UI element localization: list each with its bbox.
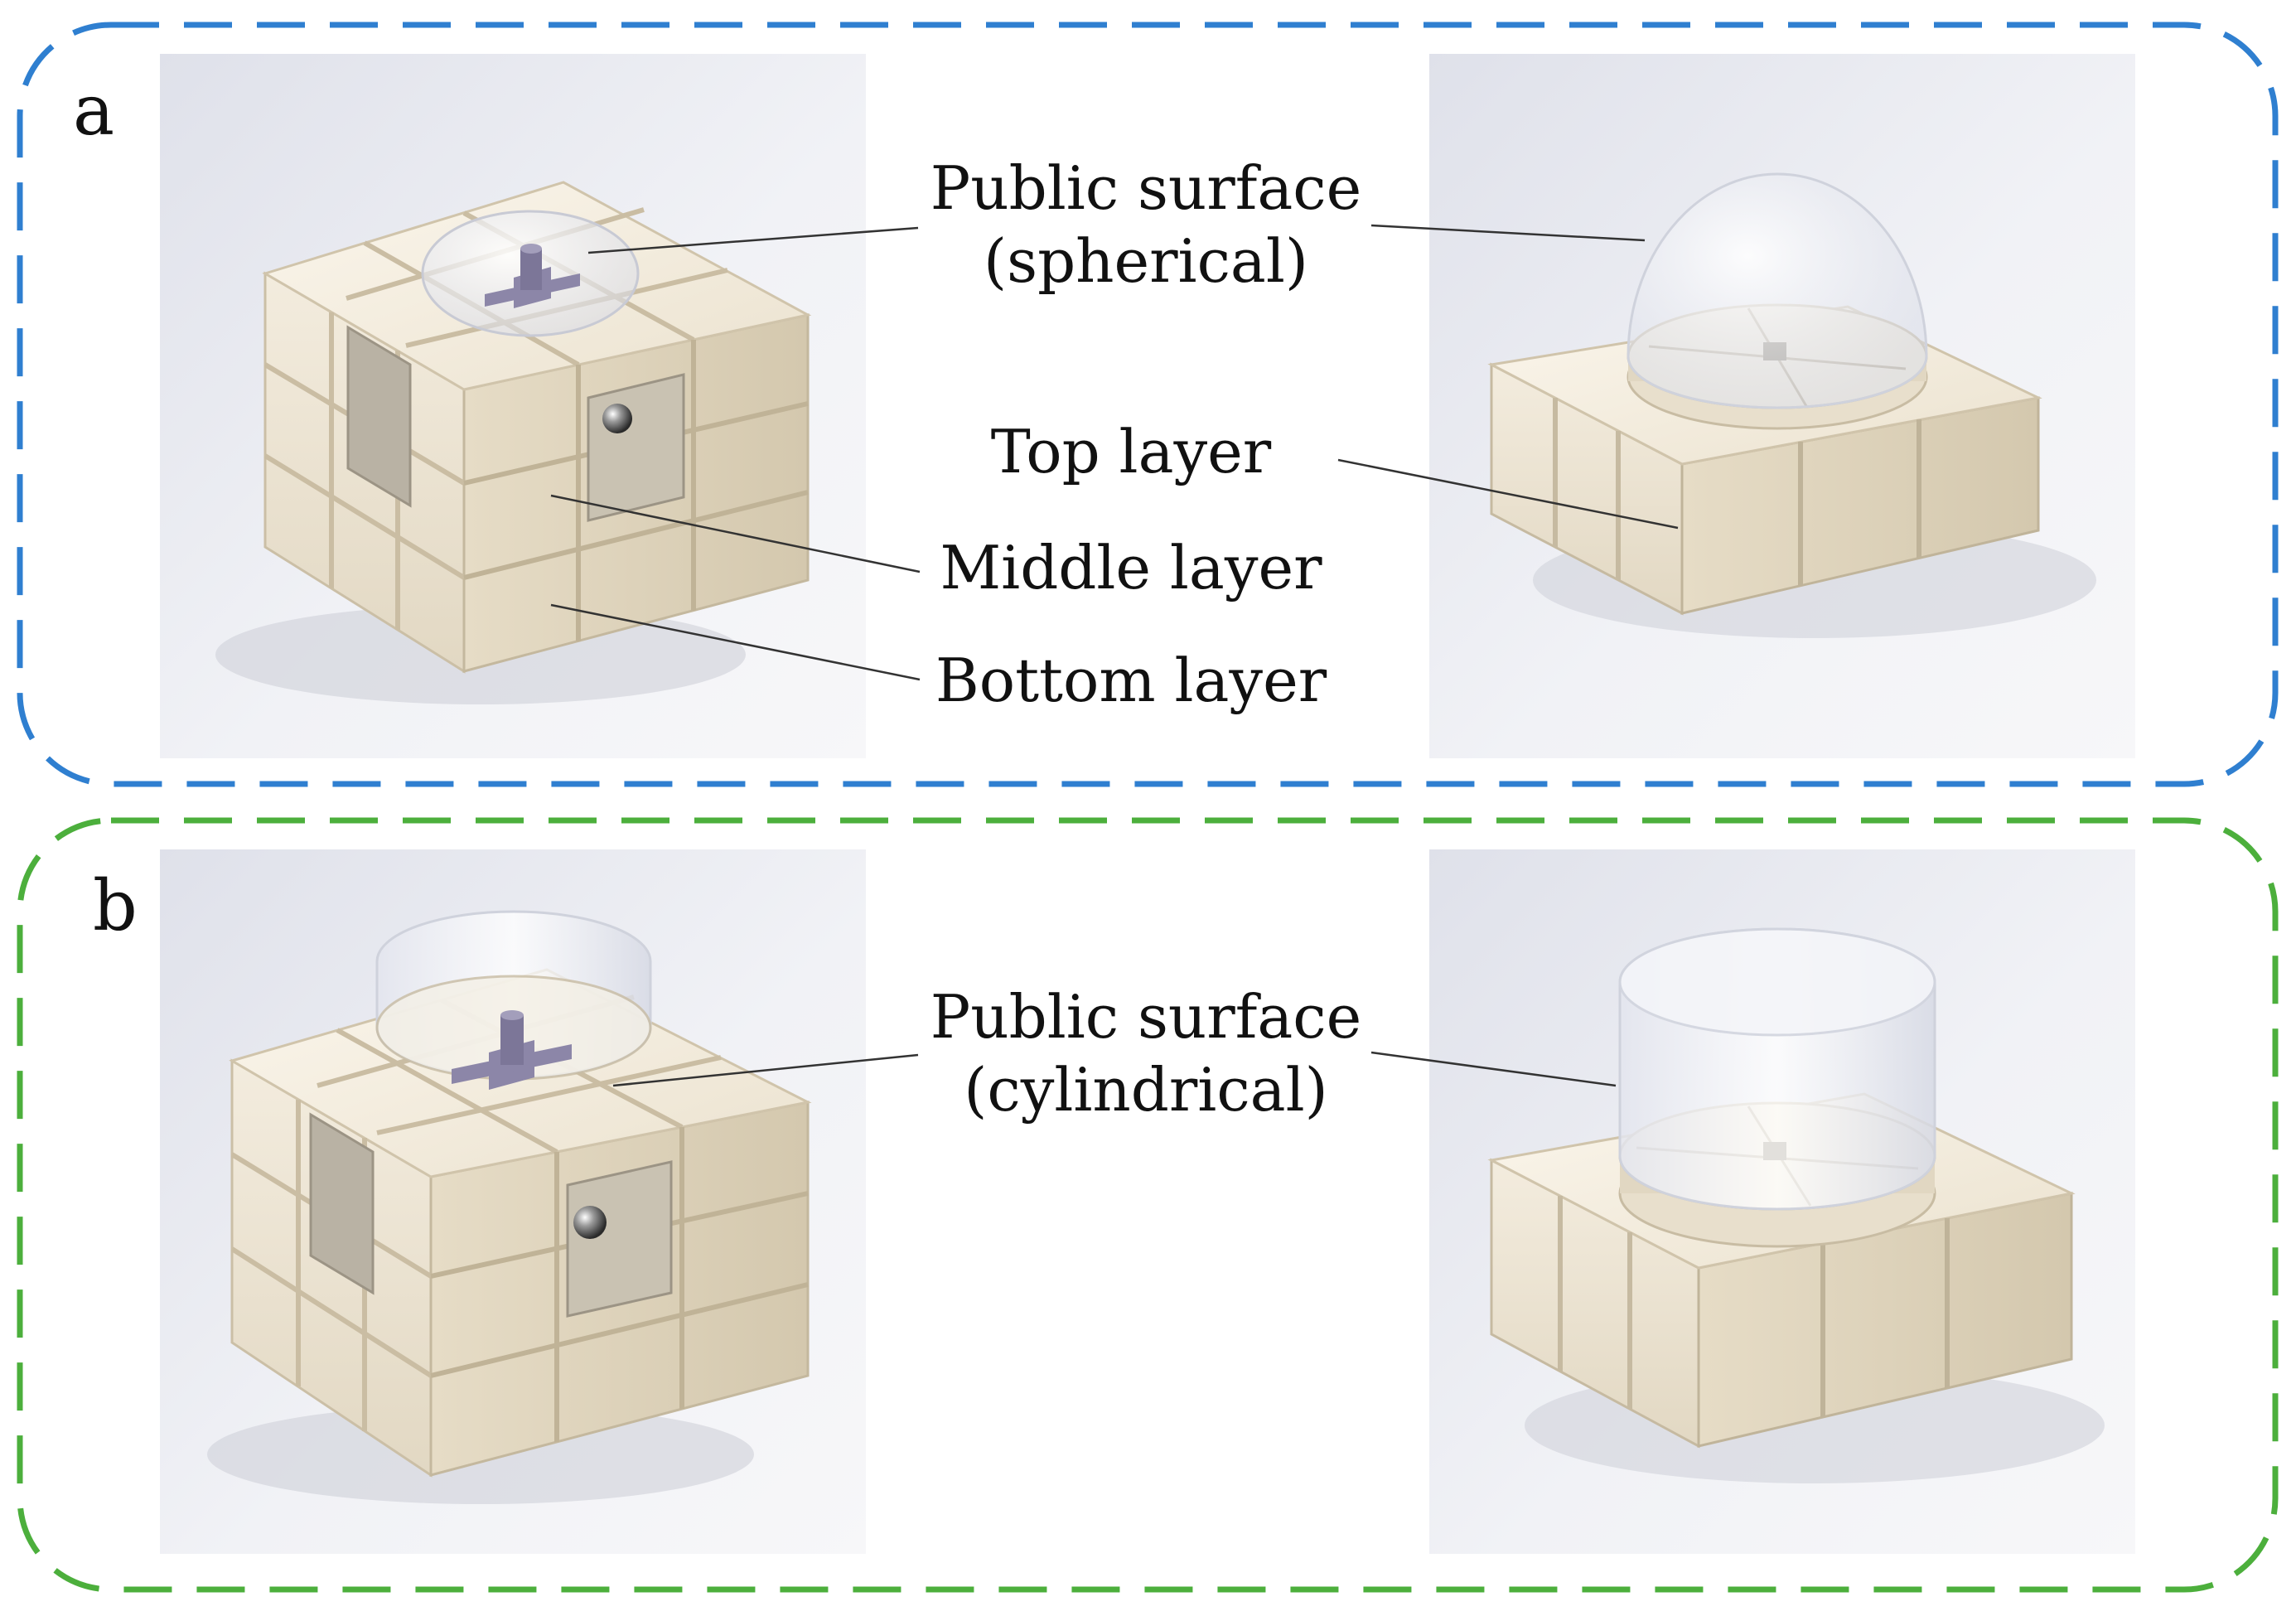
cube-3x3	[262, 181, 812, 674]
panel-a-border	[17, 22, 2279, 787]
leader-top-layer	[1337, 458, 1679, 530]
steel-ball-b	[573, 1206, 607, 1239]
label-bottom-layer: Bottom layer	[935, 646, 1327, 715]
panel-b-border	[17, 817, 2279, 1593]
label-middle-layer: Middle layer	[940, 533, 1322, 602]
label-cylindrical: (cylindrical)	[964, 1055, 1327, 1125]
render-a-left	[160, 54, 866, 758]
leader-public-surface-right	[1370, 224, 1646, 242]
leader-public-surface-b-right	[1370, 1051, 1617, 1087]
panel-b-label: b	[93, 865, 138, 946]
leader-bottom-layer	[550, 603, 921, 681]
cube-3x3-b	[229, 910, 812, 1478]
panel-b: b	[17, 817, 2279, 1593]
cross-core-b	[452, 1010, 572, 1090]
cutaway-opening	[346, 325, 412, 508]
render-b-left	[160, 849, 866, 1554]
panel-b-labels: Public surface (cylindrical)	[612, 982, 1617, 1125]
panel-a-label: a	[73, 70, 114, 151]
panel-a-labels: Public surface (spherical) Top layer Mid…	[550, 153, 1679, 715]
label-public-surface-b: Public surface	[930, 982, 1361, 1052]
label-top-layer: Top layer	[991, 417, 1272, 486]
render-b-right	[1429, 849, 2135, 1554]
panel-a: a	[17, 22, 2279, 787]
render-a-right	[1429, 54, 2135, 758]
cross-core	[485, 244, 580, 308]
leader-public-surface-left	[587, 226, 919, 254]
leader-public-surface-b-left	[612, 1053, 919, 1087]
label-public-surface: Public surface	[930, 153, 1361, 223]
spherical-dome	[1627, 172, 1928, 409]
leader-middle-layer	[550, 494, 921, 573]
steel-ball	[602, 404, 632, 433]
label-spherical: (spherical)	[984, 226, 1308, 296]
